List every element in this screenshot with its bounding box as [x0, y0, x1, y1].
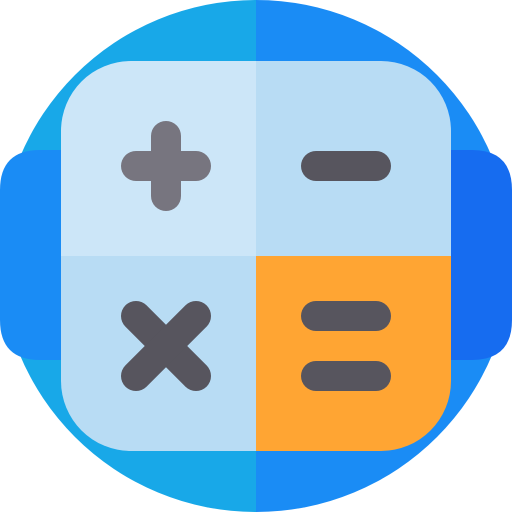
side-tab-left	[0, 150, 61, 360]
plus-icon	[121, 121, 211, 211]
equals-icon	[301, 301, 391, 391]
side-tab-right	[451, 150, 512, 360]
calculator-body	[61, 61, 451, 451]
tile-equals	[256, 256, 451, 451]
times-icon	[121, 301, 211, 391]
